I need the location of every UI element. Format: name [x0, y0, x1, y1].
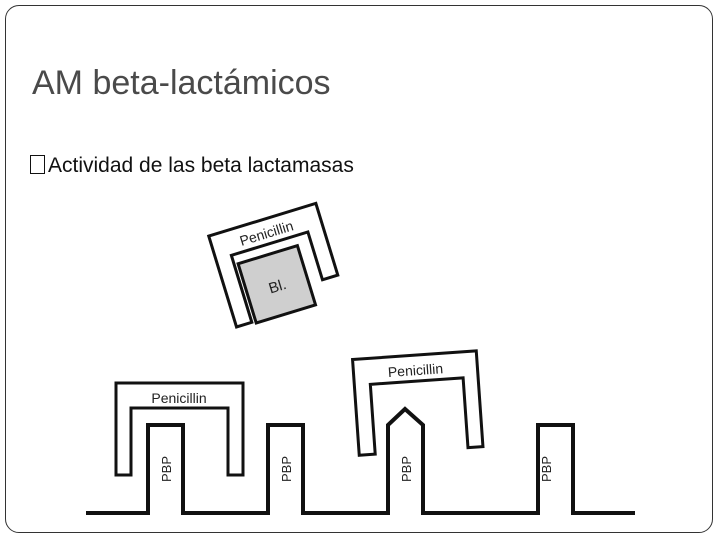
pbp-label-2: PBP	[279, 456, 294, 482]
penicillin-label-bound: Penicillin	[151, 390, 206, 406]
bullet-text: Actividad de las beta lactamasas	[48, 154, 354, 177]
pbp-label-1: PBP	[159, 456, 174, 482]
penicillin-shape-approaching	[350, 349, 485, 457]
penicillin-shape-bound	[114, 381, 245, 477]
cell-wall-line	[86, 406, 635, 515]
bullet-box-icon	[30, 155, 45, 174]
pbp-label-3: PBP	[399, 456, 414, 482]
diagram-background	[78, 183, 648, 523]
beta-lactamase-label: Bl.	[267, 276, 289, 297]
penicillin-approaching: Penicillin	[350, 349, 485, 457]
penicillin-inactivated: Penicillin Bl.	[206, 201, 340, 329]
beta-lactamase-enzyme	[236, 243, 318, 325]
penicillin-label-approaching: Penicillin	[387, 360, 443, 380]
bullet-item: Actividad de las beta lactamasas	[30, 154, 354, 178]
beta-lactamase-diagram: Penicillin Bl. PBP PBP PBP PBP Penicilli…	[78, 183, 648, 523]
penicillin-shape-rotated	[206, 201, 340, 329]
pbp-label-4: PBP	[539, 456, 554, 482]
slide-title: AM beta-lactámicos	[32, 64, 331, 102]
